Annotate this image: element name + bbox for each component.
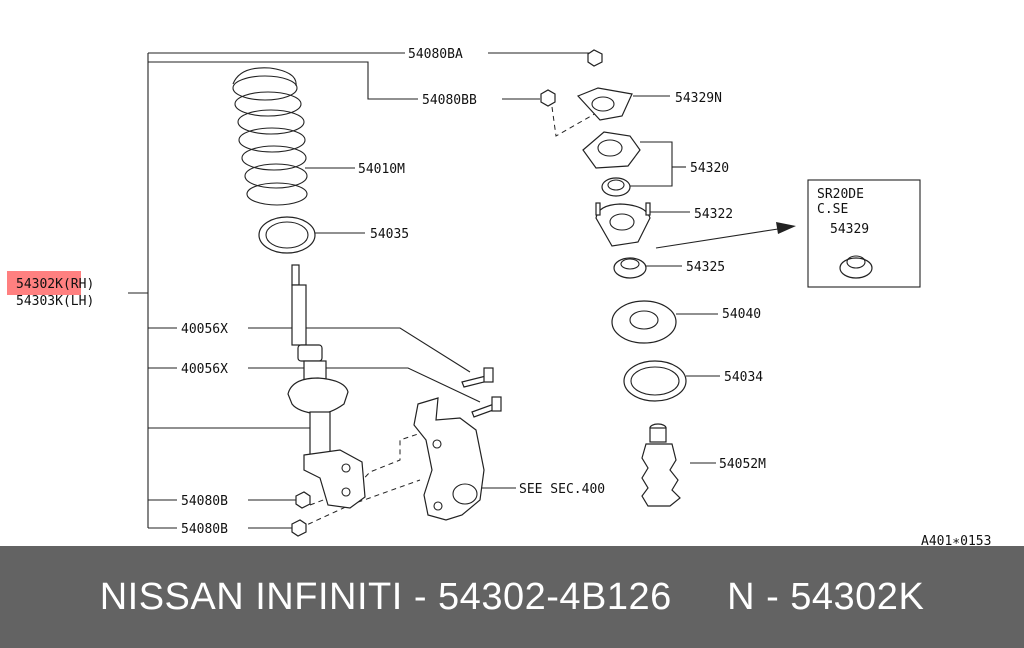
- bound-bumper-drawing: [641, 423, 681, 507]
- label-54080bb: 54080BB: [422, 93, 477, 108]
- variant-box: [807, 179, 921, 288]
- label-54052m: 54052M: [719, 457, 766, 472]
- variant-part-label: 54329: [830, 222, 869, 237]
- lower-seat-drawing: [623, 360, 687, 402]
- upper-nuts-drawing: [540, 49, 603, 107]
- label-54080b-1: 54080B: [181, 494, 228, 509]
- label-54329n: 54329N: [675, 91, 722, 106]
- label-54322: 54322: [694, 207, 733, 222]
- label-54040: 54040: [722, 307, 761, 322]
- label-see-sec-400: SEE SEC.400: [519, 482, 605, 497]
- label-40056x-1: 40056X: [181, 322, 228, 337]
- strut-drawing: [287, 264, 366, 509]
- label-54034: 54034: [724, 370, 763, 385]
- selected-part-highlight: [7, 271, 81, 295]
- variant-label-line2: C.SE: [817, 202, 848, 217]
- label-54325: 54325: [686, 260, 725, 275]
- lower-nuts-drawing: [291, 491, 311, 537]
- bearing-drawing: [613, 257, 647, 279]
- diagram-code: A401∗0153: [921, 534, 991, 546]
- parts-diagram: 54080BA 54080BB 54329N 54010M 54320 5403…: [7, 47, 991, 546]
- footer-brand-text: NISSAN INFINITI - 54302-4B126: [99, 575, 672, 618]
- coil-spring-drawing: [232, 67, 308, 206]
- insulator-top-drawing: [576, 87, 633, 121]
- footer-part-text: N - 54302K: [727, 575, 925, 618]
- label-54080ba: 54080BA: [408, 47, 463, 62]
- label-54303k-lh: 54303K(LH): [16, 294, 94, 309]
- mount-assembly-drawing: [582, 131, 641, 197]
- variant-label-line1: SR20DE: [817, 187, 864, 202]
- variant-arrow: [655, 222, 796, 249]
- footer-gap: [672, 576, 727, 619]
- assembly-bracket: [128, 52, 418, 529]
- label-54320: 54320: [690, 161, 729, 176]
- label-54010m: 54010M: [358, 162, 405, 177]
- footer-banner: NISSAN INFINITI - 54302-4B126 N - 54302K: [0, 546, 1024, 648]
- label-54302k-rh: 54302K(RH): [16, 277, 94, 292]
- spring-seat-drawing: [611, 300, 677, 344]
- rubber-seat-drawing: [258, 216, 316, 254]
- knuckle-drawing: [413, 397, 485, 521]
- label-40056x-2: 40056X: [181, 362, 228, 377]
- bolts-drawing: [461, 367, 502, 418]
- label-54035: 54035: [370, 227, 409, 242]
- label-54080b-2: 54080B: [181, 522, 228, 537]
- insulator-mount-drawing: [595, 202, 651, 247]
